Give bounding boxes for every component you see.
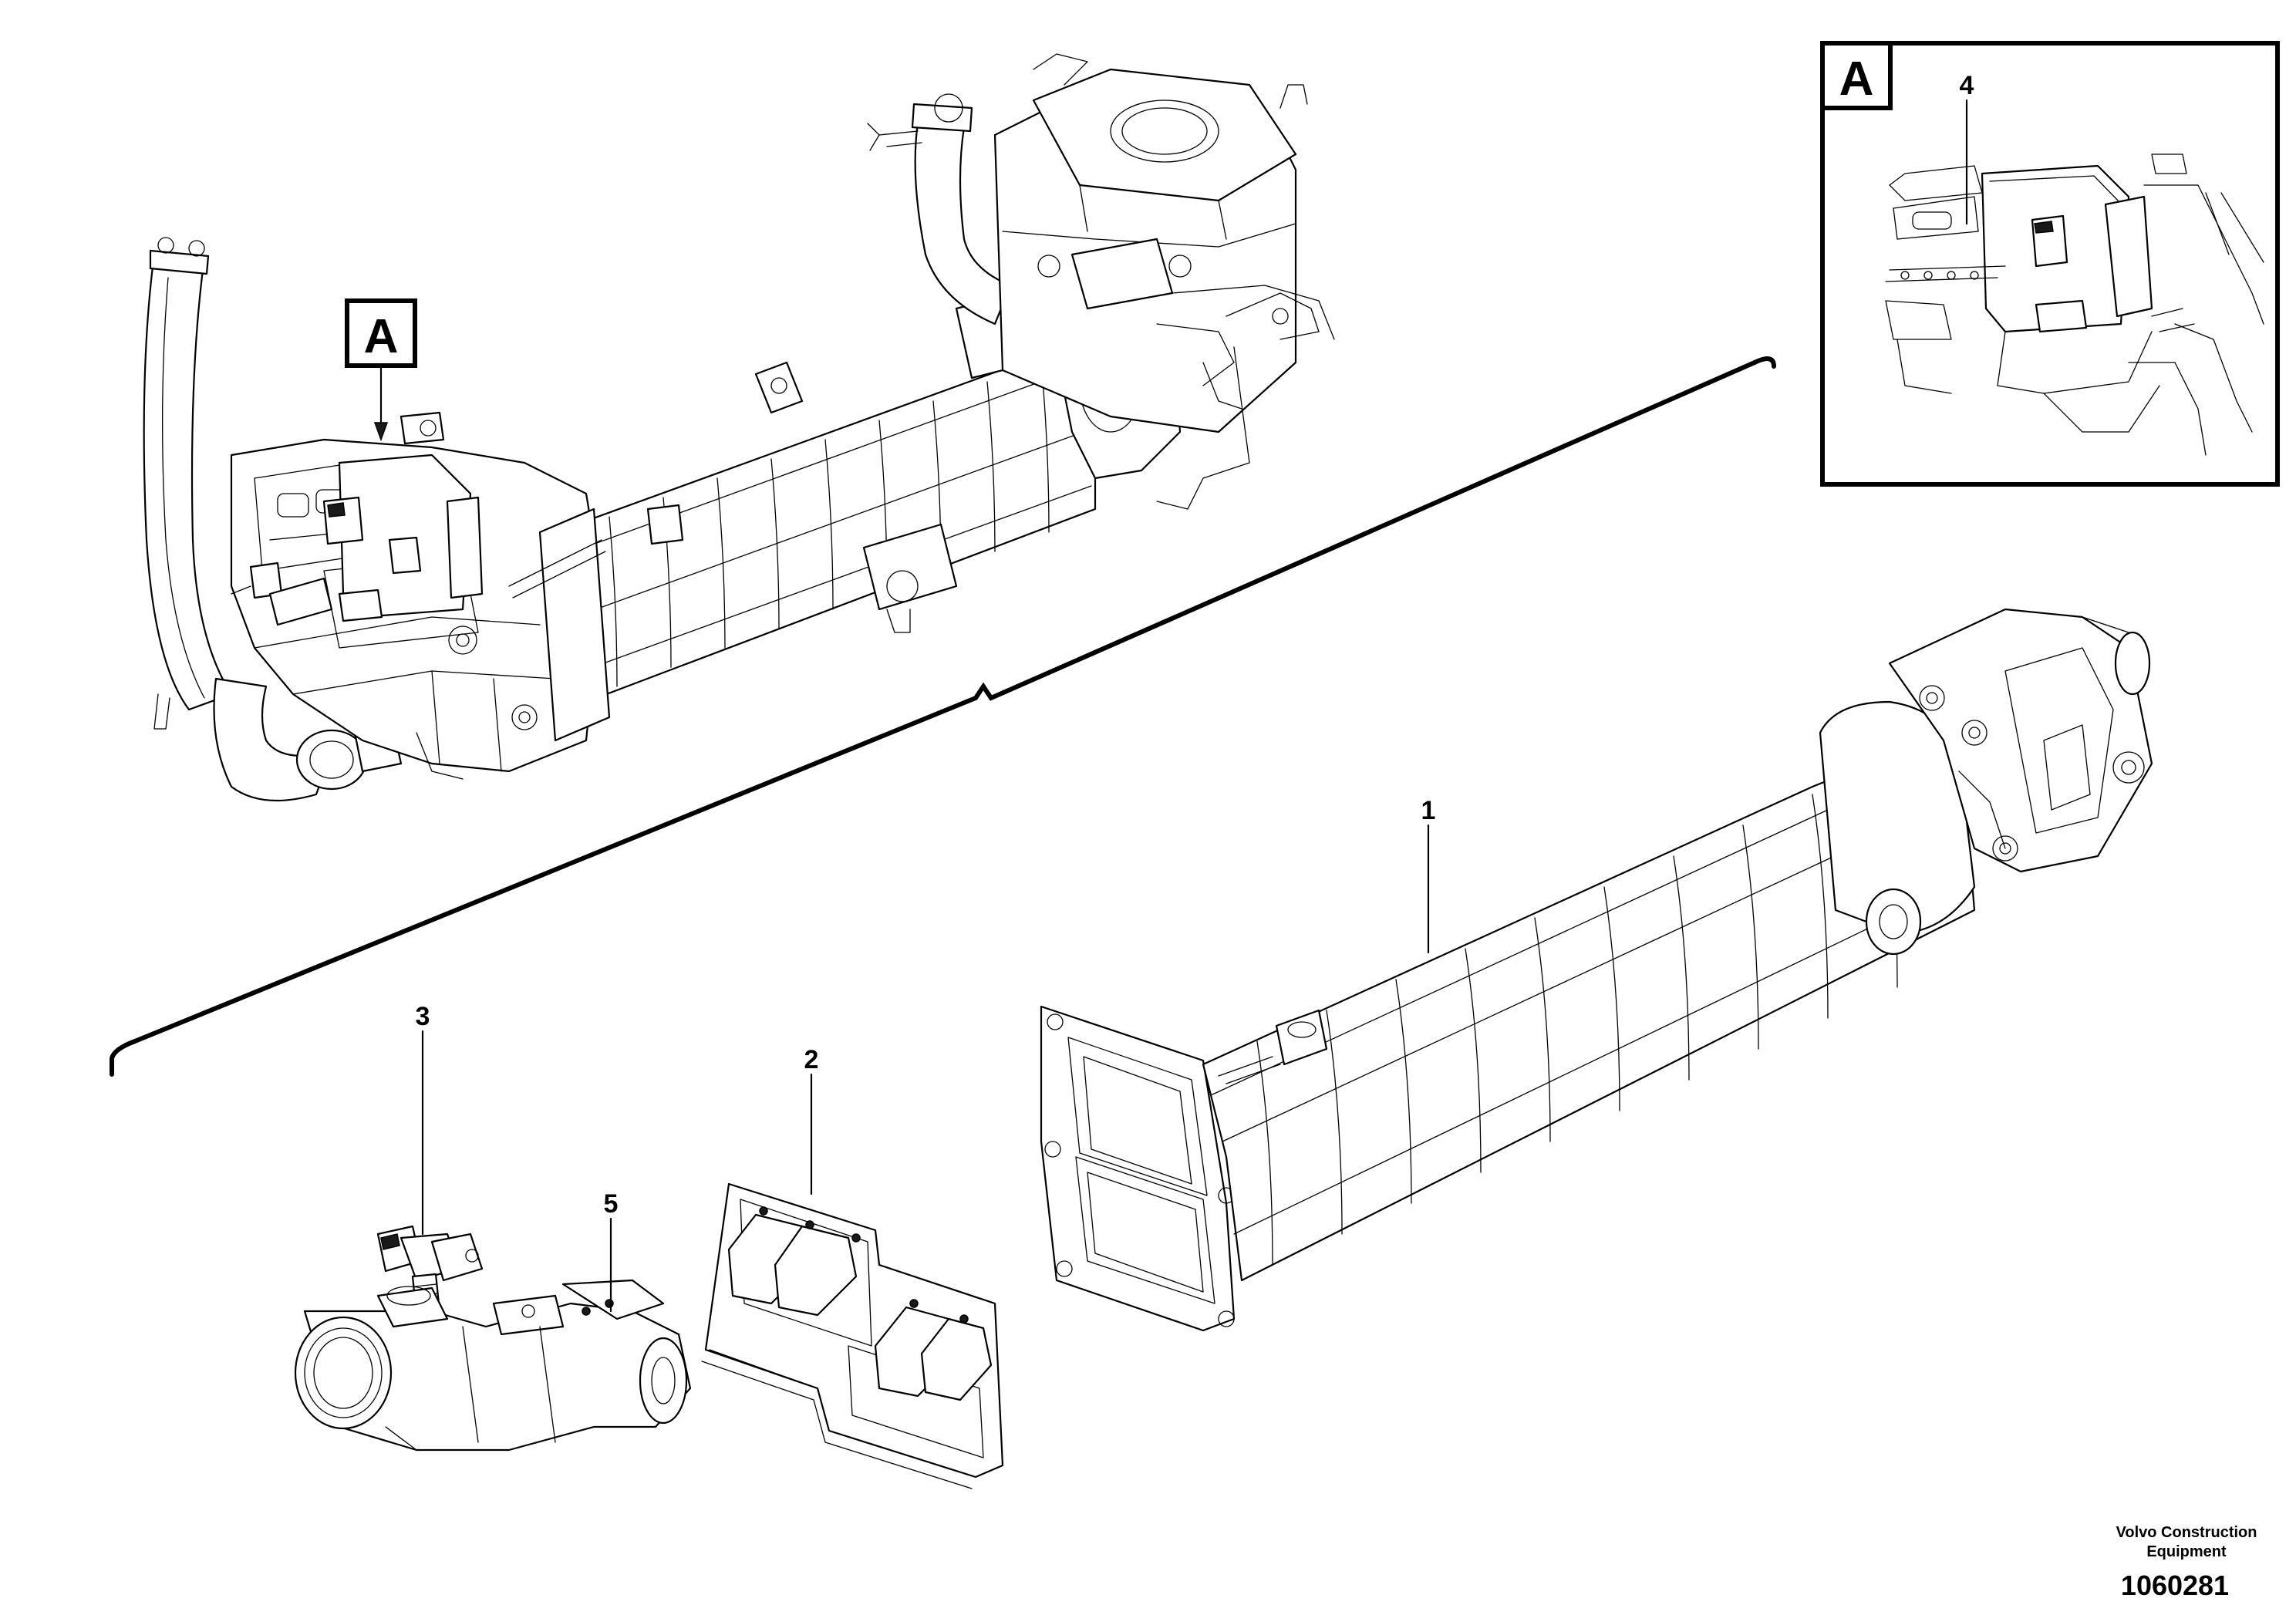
inset-bracket-drawing (1885, 153, 2264, 456)
callout-4-label: 4 (1960, 71, 1974, 100)
part-coolant-pipe (294, 1279, 692, 1452)
coolant-hose (143, 253, 233, 711)
assembly-marker-letter: A (364, 310, 399, 363)
document-number: 1060281 (2121, 1570, 2229, 1601)
callout-2-label: 2 (804, 1045, 819, 1074)
inset-marker-box (1820, 41, 1893, 110)
cooler-flange (1040, 1005, 1236, 1332)
callout-3-label: 3 (416, 1002, 430, 1031)
part-gasket (701, 1182, 1004, 1489)
assembled-egr-system: A (143, 53, 1335, 802)
cooler-outlet-bracket (1888, 608, 2153, 873)
egr-cooler-assembled (554, 346, 1097, 703)
part-egr-cooler (1040, 608, 2153, 1332)
inset-marker-letter: A (1839, 52, 1874, 106)
section-divider (110, 356, 1776, 1077)
callout-1-label: 1 (1421, 796, 1436, 825)
callout-5-label: 5 (604, 1189, 619, 1219)
credit-line-2: Equipment (2146, 1543, 2227, 1560)
cooler-corrugations (609, 362, 1050, 687)
detail-inset: A 4 (1820, 41, 2280, 487)
credit-line-1: Volvo Construction (2116, 1524, 2257, 1541)
